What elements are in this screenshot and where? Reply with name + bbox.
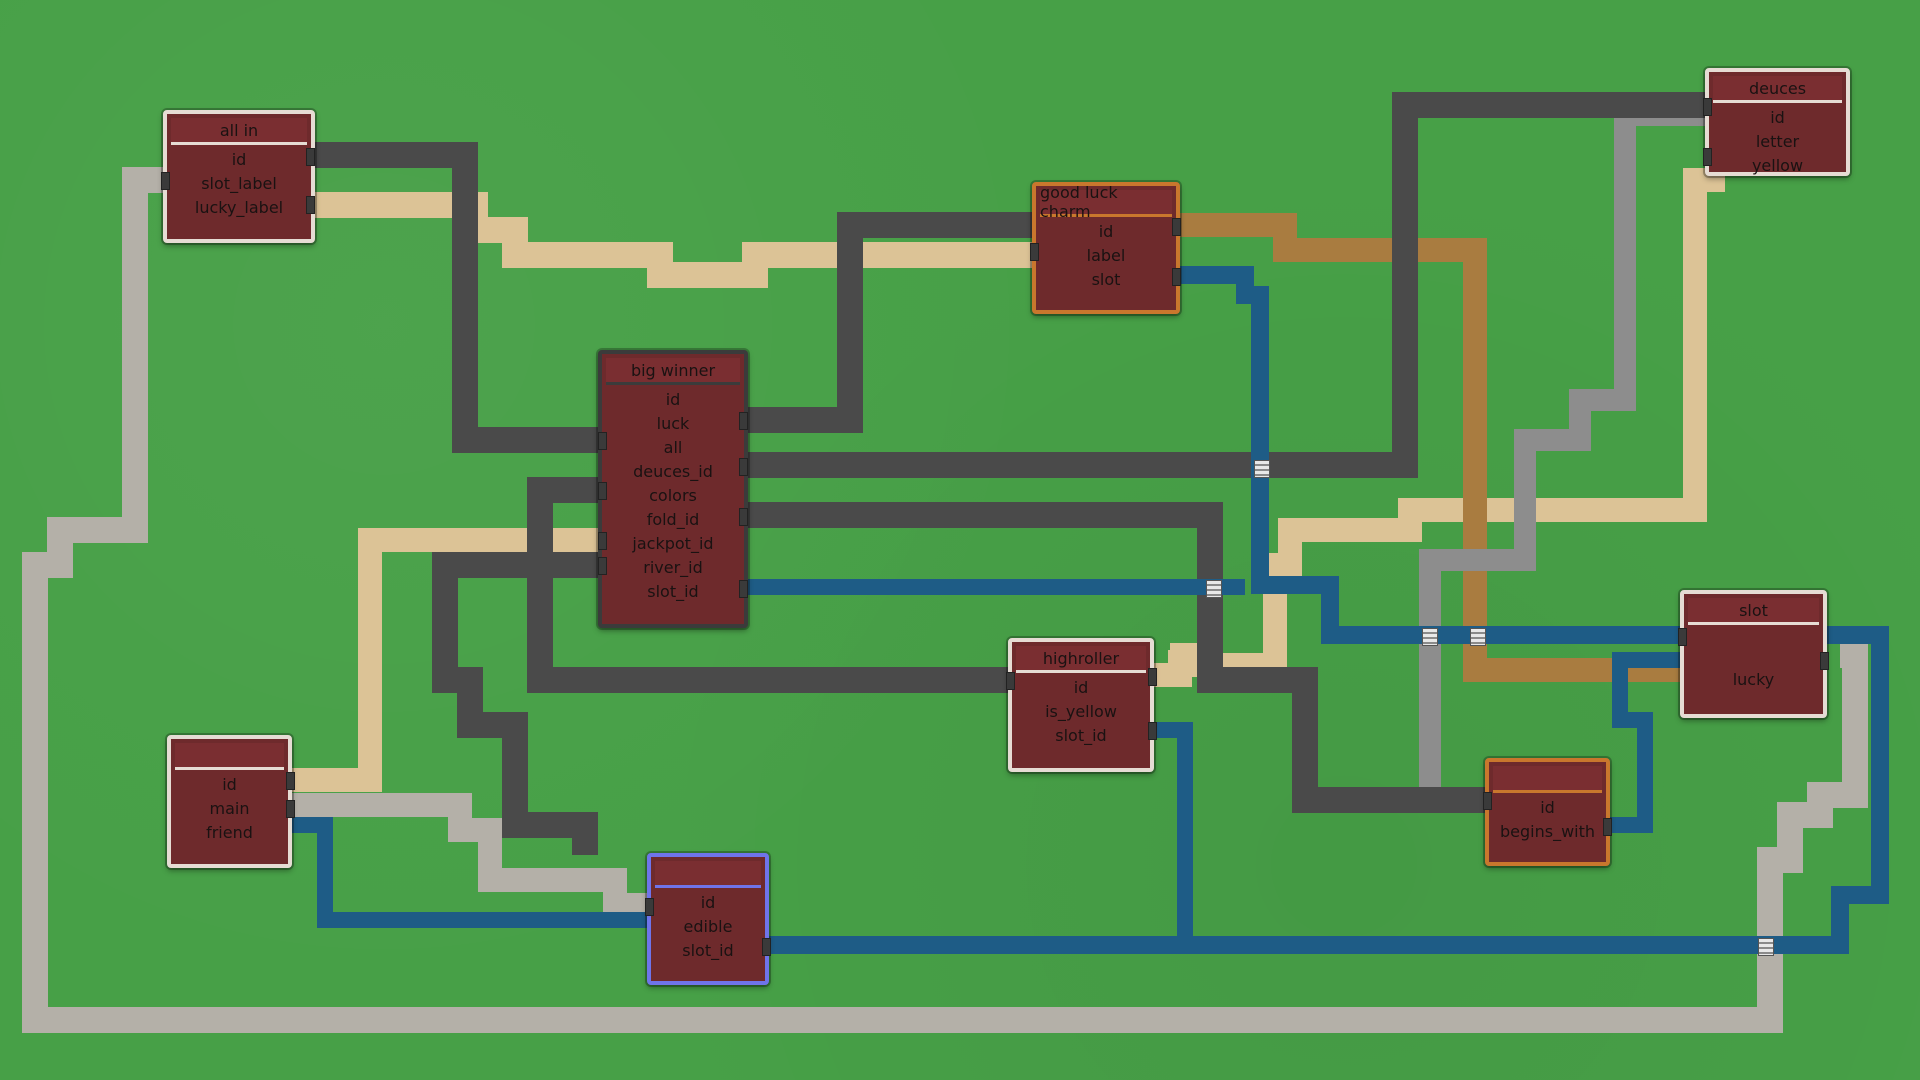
port-icon[interactable] bbox=[1148, 722, 1157, 740]
port-icon[interactable] bbox=[1678, 628, 1687, 646]
column-id[interactable]: id bbox=[700, 892, 716, 912]
port-icon[interactable] bbox=[1172, 218, 1181, 236]
road-dark-jackpot bbox=[527, 477, 1010, 693]
port-icon[interactable] bbox=[1820, 652, 1829, 670]
table-title: slot bbox=[1688, 598, 1819, 625]
port-icon[interactable] bbox=[1172, 268, 1181, 286]
table-title: big winner bbox=[606, 358, 740, 385]
table-unnamed-blue[interactable]: id edible slot_id bbox=[647, 853, 769, 985]
road-dark-fold bbox=[745, 502, 1490, 813]
water-channel-left bbox=[290, 817, 650, 928]
column-friend[interactable]: friend bbox=[206, 822, 253, 842]
column-label[interactable]: label bbox=[1086, 245, 1126, 265]
port-icon[interactable] bbox=[306, 196, 315, 214]
column-luck[interactable]: luck bbox=[656, 413, 690, 433]
port-icon[interactable] bbox=[1483, 792, 1492, 810]
port-icon[interactable] bbox=[739, 458, 748, 476]
port-icon[interactable] bbox=[598, 557, 607, 575]
column-edible[interactable]: edible bbox=[683, 916, 733, 936]
column-id[interactable]: id bbox=[231, 149, 247, 169]
column-fold-id[interactable]: fold_id bbox=[646, 509, 700, 529]
road-sand-mid bbox=[290, 528, 600, 792]
column-letter[interactable]: letter bbox=[1755, 131, 1800, 151]
port-icon[interactable] bbox=[598, 432, 607, 450]
column-begins-with[interactable]: begins_with bbox=[1499, 821, 1596, 841]
column-slot-id[interactable]: slot_id bbox=[682, 940, 734, 960]
column-colors[interactable]: colors bbox=[649, 485, 697, 505]
column-slot-id[interactable]: slot_id bbox=[647, 581, 699, 601]
bridge-icon bbox=[1254, 460, 1270, 478]
water-channel-highroller bbox=[1150, 722, 1193, 945]
table-title: all in bbox=[171, 118, 307, 145]
bridge-icon bbox=[1758, 938, 1774, 956]
port-icon[interactable] bbox=[1603, 818, 1612, 836]
column-all[interactable]: all bbox=[663, 437, 683, 457]
column-main[interactable]: main bbox=[209, 798, 250, 818]
road-dark-deuces-id bbox=[745, 92, 1710, 478]
column-id[interactable]: id bbox=[222, 774, 237, 794]
port-icon[interactable] bbox=[1006, 672, 1015, 690]
port-icon[interactable] bbox=[739, 580, 748, 598]
port-icon[interactable] bbox=[1703, 148, 1712, 166]
column-id[interactable]: id bbox=[665, 389, 681, 409]
port-icon[interactable] bbox=[762, 938, 771, 956]
water-channel-orange bbox=[1610, 652, 1685, 833]
road-dark-river bbox=[432, 552, 600, 855]
column-id[interactable]: id bbox=[1540, 797, 1555, 817]
road-brown bbox=[1180, 213, 1680, 682]
table-title: good luck charm bbox=[1040, 183, 1172, 221]
port-icon[interactable] bbox=[161, 172, 170, 190]
table-deuces[interactable]: deuces id letter yellow bbox=[1705, 68, 1850, 176]
table-good-luck-charm[interactable]: good luck charm id label slot bbox=[1032, 182, 1180, 314]
column-lucky-label[interactable]: lucky_label bbox=[194, 197, 284, 217]
column-yellow[interactable]: yellow bbox=[1751, 155, 1804, 175]
column-jackpot-id[interactable]: jackpot_id bbox=[632, 533, 714, 553]
table-highroller[interactable]: highroller id is_yellow slot_id bbox=[1008, 638, 1154, 772]
port-icon[interactable] bbox=[286, 800, 295, 818]
road-light-gray-outer-loop bbox=[22, 167, 1868, 1033]
port-icon[interactable] bbox=[645, 898, 654, 916]
column-id[interactable]: id bbox=[1073, 677, 1089, 697]
column-deuces-id[interactable]: deuces_id bbox=[633, 461, 713, 481]
column-slot-label[interactable]: slot_label bbox=[201, 173, 277, 193]
column-slot-id[interactable]: slot_id bbox=[1055, 725, 1107, 745]
road-dark-allin-bigwinner bbox=[310, 142, 600, 453]
column-river-id[interactable]: river_id bbox=[643, 557, 703, 577]
road-light-gray-left bbox=[290, 793, 650, 917]
water-channel-main bbox=[765, 266, 1889, 954]
road-sand-highroller bbox=[1150, 650, 1192, 687]
road-mid-gray bbox=[1419, 104, 1710, 790]
port-icon[interactable] bbox=[598, 532, 607, 550]
table-all-in[interactable]: all in id slot_label lucky_label bbox=[163, 110, 315, 243]
bridge-icon bbox=[1206, 580, 1222, 598]
port-icon[interactable] bbox=[286, 772, 295, 790]
table-title bbox=[655, 861, 761, 888]
table-big-winner[interactable]: big winner id luck all deuces_id colors … bbox=[598, 350, 748, 628]
road-dark-luck-charm bbox=[745, 212, 1035, 433]
table-title: deuces bbox=[1713, 76, 1842, 103]
bridge-icon bbox=[1422, 628, 1438, 646]
column-id[interactable]: id bbox=[1098, 221, 1114, 241]
port-icon[interactable] bbox=[306, 148, 315, 166]
bridge-icon bbox=[1470, 628, 1486, 646]
port-icon[interactable] bbox=[739, 508, 748, 526]
column-is-yellow[interactable]: is_yellow bbox=[1045, 701, 1117, 721]
table-title: highroller bbox=[1016, 646, 1146, 673]
port-icon[interactable] bbox=[1703, 98, 1712, 116]
column-empty[interactable] bbox=[1688, 643, 1819, 667]
port-icon[interactable] bbox=[1030, 243, 1039, 261]
port-icon[interactable] bbox=[598, 482, 607, 500]
table-unnamed-orange[interactable]: id begins_with bbox=[1485, 758, 1610, 866]
column-slot[interactable]: slot bbox=[1091, 269, 1121, 289]
table-title bbox=[1493, 766, 1602, 793]
table-slot[interactable]: slot lucky bbox=[1680, 590, 1827, 718]
table-unnamed-left[interactable]: id main friend bbox=[167, 735, 292, 868]
port-icon[interactable] bbox=[739, 412, 748, 430]
table-title bbox=[175, 743, 284, 770]
port-icon[interactable] bbox=[1148, 668, 1157, 686]
column-lucky[interactable]: lucky bbox=[1732, 669, 1775, 689]
column-id[interactable]: id bbox=[1770, 107, 1785, 127]
